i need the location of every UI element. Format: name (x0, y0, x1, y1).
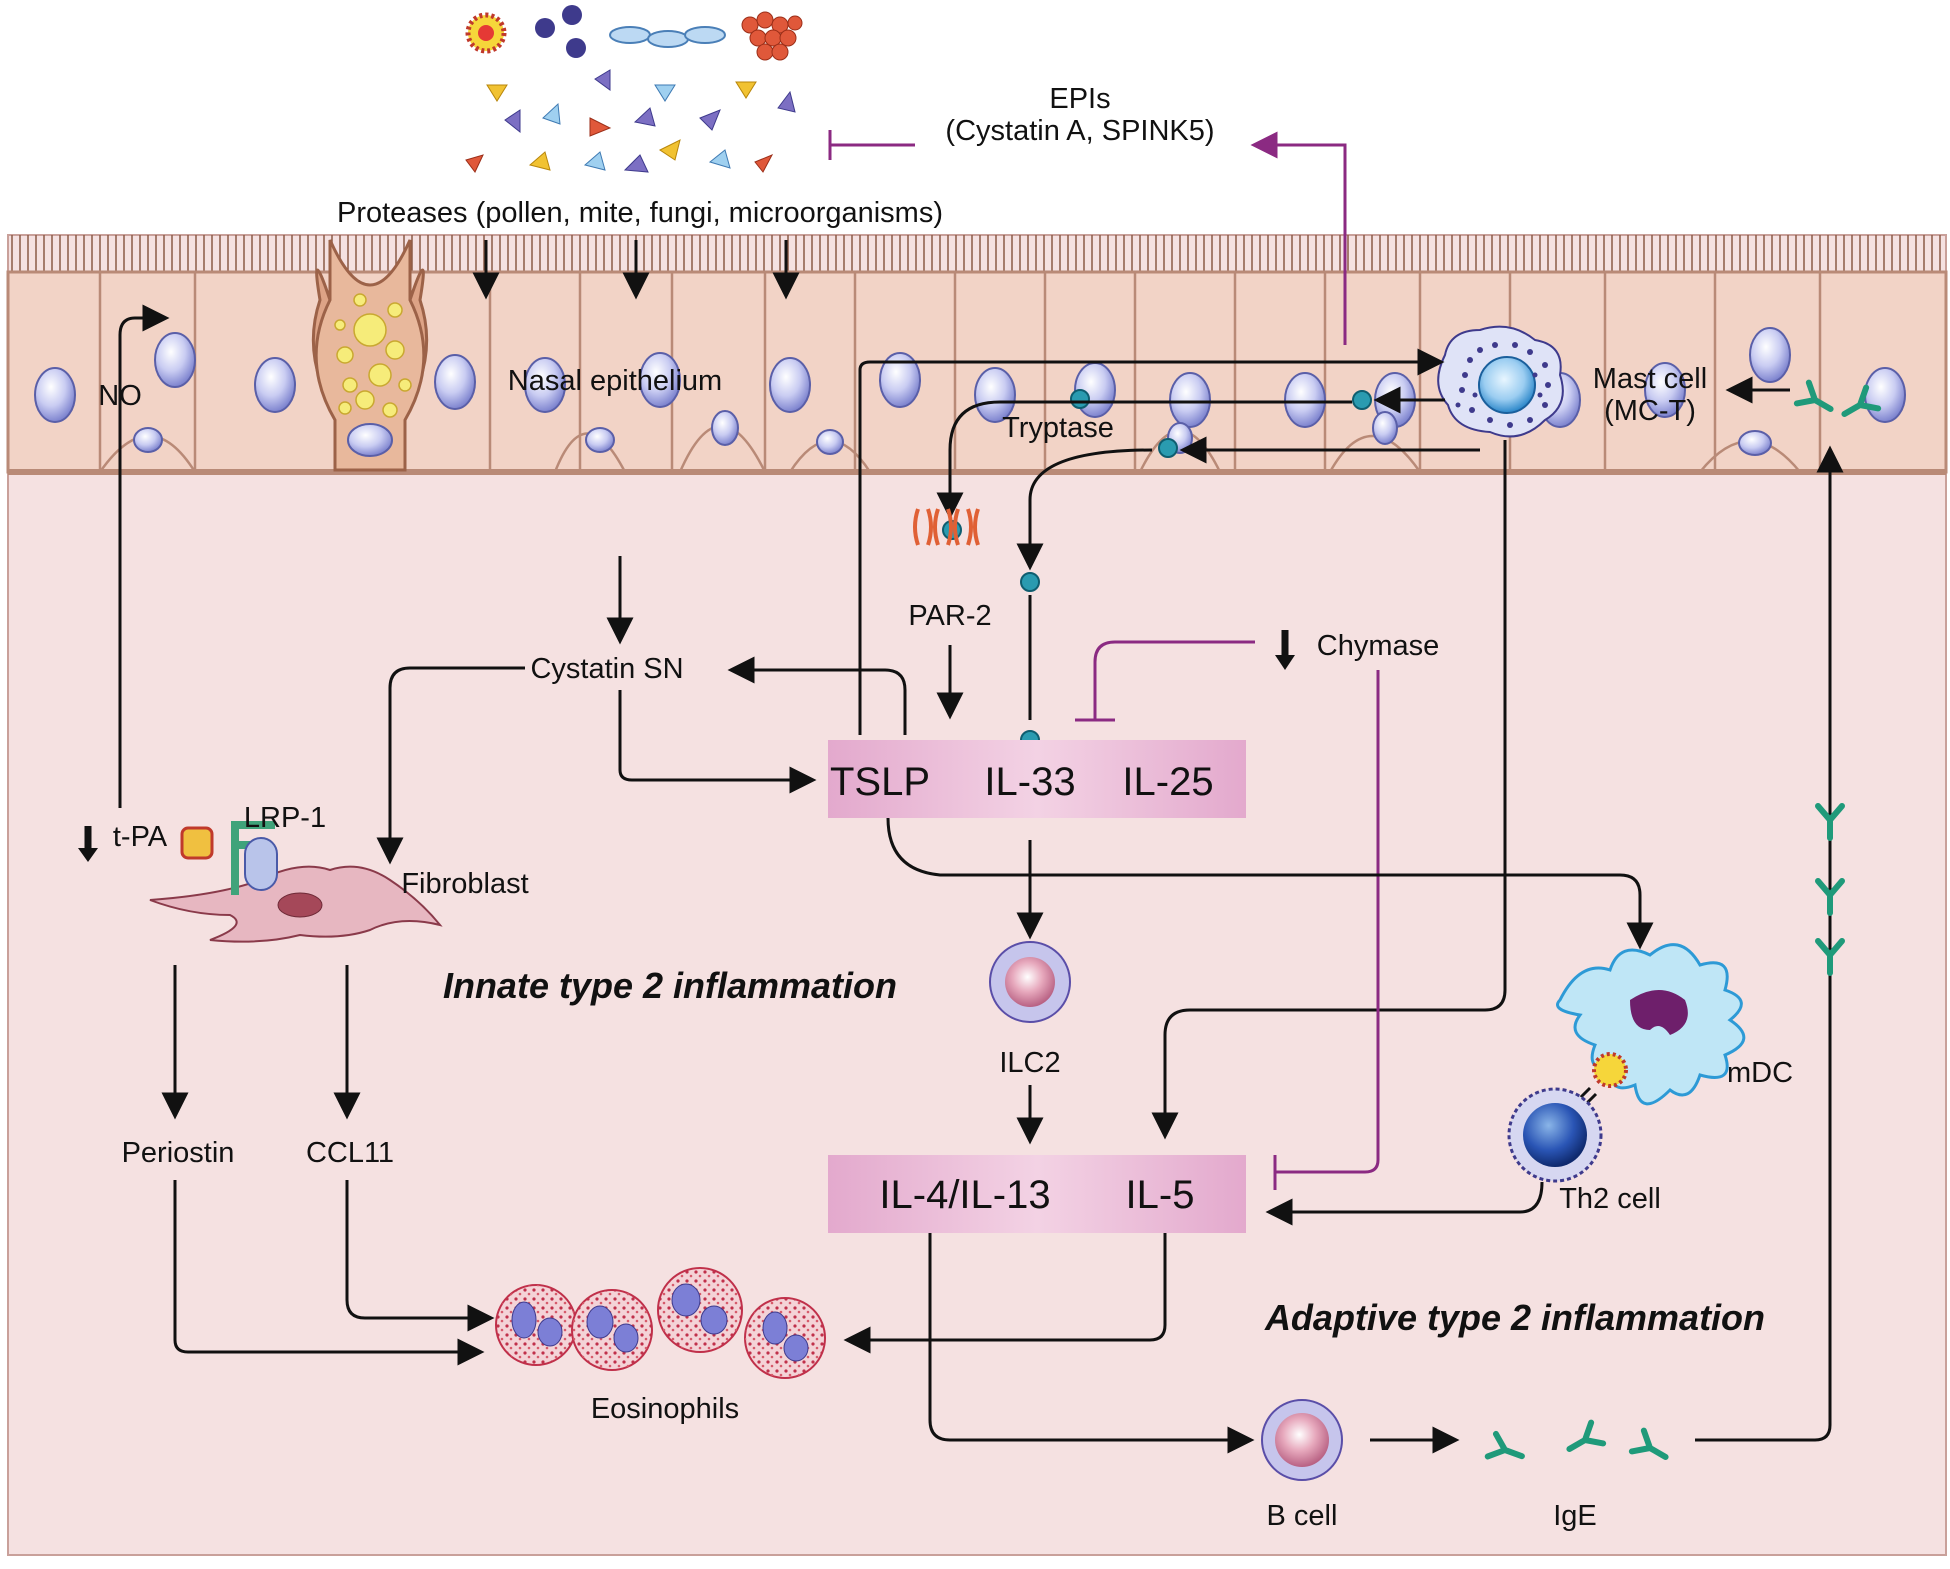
adaptive-heading: Adaptive type 2 inflammation (1264, 1297, 1765, 1338)
mdc-label: mDC (1727, 1057, 1793, 1089)
mast-cell-subtype: (MC-T) (1604, 395, 1696, 427)
th2-cytokines-box (828, 1155, 1246, 1233)
epis-label: EPIs (1049, 83, 1110, 115)
b-cell (1261, 1399, 1343, 1481)
periostin-label: Periostin (122, 1137, 235, 1169)
chymase-label: Chymase (1317, 630, 1440, 662)
antigen (1592, 1052, 1628, 1088)
epis-detail: (Cystatin A, SPINK5) (945, 115, 1214, 147)
ilc2-cell (989, 941, 1071, 1023)
lrp1-label: LRP-1 (244, 802, 326, 834)
chymase-inhibition-il5 (1275, 670, 1380, 1174)
cilia (8, 235, 1946, 275)
il25-label: IL-25 (1122, 760, 1213, 804)
ccl11-label: CCL11 (306, 1137, 394, 1169)
il4-il13-label: IL-4/IL-13 (879, 1173, 1050, 1217)
fibroblast-label: Fibroblast (401, 868, 528, 900)
il5-label: IL-5 (1126, 1173, 1195, 1217)
eosinophils-label: Eosinophils (591, 1393, 739, 1425)
ige-label: IgE (1553, 1500, 1597, 1532)
cystatin-sn-label: Cystatin SN (530, 653, 683, 685)
innate-heading: Innate type 2 inflammation (443, 965, 897, 1006)
mucus-granules (334, 293, 412, 418)
mast-cell (1437, 325, 1564, 438)
epithelial-cytokines-box (828, 740, 1246, 818)
tslp-label: TSLP (830, 760, 930, 804)
chymase-inhibition-il33 (1093, 640, 1255, 720)
mast-cell-label: Mast cell (1593, 363, 1707, 395)
th2-cell (1507, 1087, 1603, 1183)
nasal-epithelium-label: Nasal epithelium (508, 365, 722, 397)
allergen-particles (465, 5, 803, 173)
il33-label: IL-33 (984, 760, 1075, 804)
ilc2-label: ILC2 (999, 1047, 1060, 1079)
par2-label: PAR-2 (908, 600, 991, 632)
b-cell-label: B cell (1267, 1500, 1338, 1532)
tryptase-label: Tryptase (1002, 412, 1114, 444)
eosinophils (495, 1267, 826, 1379)
lrp1-receptor (180, 821, 278, 895)
tpa-label: t-PA (113, 821, 168, 853)
fibroblast (149, 865, 443, 943)
th2-label: Th2 cell (1559, 1183, 1661, 1215)
proteases-label: Proteases (pollen, mite, fungi, microorg… (337, 197, 943, 229)
mast-to-epis-arrow (1250, 131, 1347, 345)
par2-receptor (913, 508, 980, 546)
